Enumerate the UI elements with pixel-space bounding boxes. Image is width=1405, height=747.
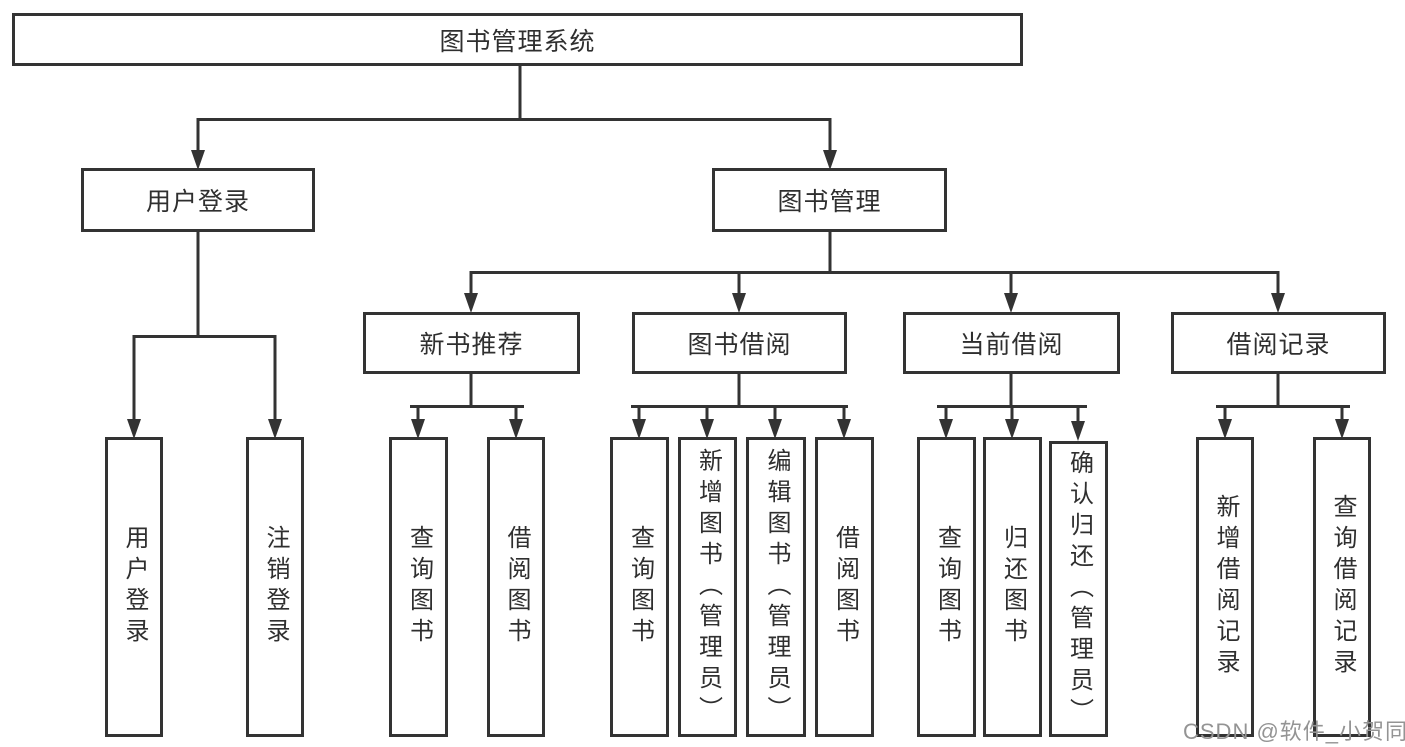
node-new-book-recommend: 新书推荐 <box>363 312 580 374</box>
edge-line <box>469 232 1280 298</box>
edge-line <box>631 374 848 423</box>
arrowhead-icon <box>509 419 523 439</box>
arrowhead-icon <box>700 419 714 439</box>
edge-line <box>937 374 1087 423</box>
arrowhead-icon <box>464 293 478 313</box>
arrowhead-icon <box>127 419 141 439</box>
arrowhead-icon <box>1218 419 1232 439</box>
arrowhead-icon <box>823 150 837 170</box>
leaf-records-query-record: 查询借阅记录 <box>1313 437 1371 737</box>
leaf-current-confirm-return-admin: 确认归还（管理员） <box>1049 441 1108 737</box>
arrowhead-icon <box>632 419 646 439</box>
arrowhead-icon <box>268 419 282 439</box>
arrowhead-icon <box>191 150 205 170</box>
leaf-user-login: 用户登录 <box>105 437 163 737</box>
leaf-borrow-add-books-admin: 新增图书（管理员） <box>678 437 737 737</box>
leaf-rec-query-books: 查询图书 <box>389 437 448 737</box>
node-user-login: 用户登录 <box>81 168 315 232</box>
leaf-borrow-edit-books-admin: 编辑图书（管理员） <box>746 437 806 737</box>
arrowhead-icon <box>1005 419 1019 439</box>
arrowhead-icon <box>411 419 425 439</box>
node-current-borrow: 当前借阅 <box>903 312 1120 374</box>
leaf-current-return-books: 归还图书 <box>983 437 1042 737</box>
node-library-system: 图书管理系统 <box>12 13 1023 66</box>
edge-line <box>410 374 524 423</box>
arrowhead-icon <box>837 419 851 439</box>
node-book-borrow: 图书借阅 <box>632 312 847 374</box>
leaf-current-query-books: 查询图书 <box>917 437 976 737</box>
edge-line <box>196 118 832 153</box>
edge-line <box>132 232 277 422</box>
arrowhead-icon <box>1271 293 1285 313</box>
arrowhead-icon <box>939 419 953 439</box>
arrowhead-icon <box>1335 419 1349 439</box>
csdn-watermark: CSDN @软件_小贺同学 <box>1183 719 1405 744</box>
arrowhead-icon <box>732 293 746 313</box>
leaf-borrow-borrow-books: 借阅图书 <box>815 437 874 737</box>
edge-line <box>1216 374 1350 423</box>
node-borrow-records: 借阅记录 <box>1171 312 1386 374</box>
node-book-management: 图书管理 <box>712 168 947 232</box>
arrowhead-icon <box>1004 293 1018 313</box>
leaf-borrow-query-books: 查询图书 <box>610 437 669 737</box>
leaf-logout: 注销登录 <box>246 437 304 737</box>
leaf-records-add-record: 新增借阅记录 <box>1196 437 1254 737</box>
arrowhead-icon <box>768 419 782 439</box>
leaf-rec-borrow-books: 借阅图书 <box>487 437 545 737</box>
arrowhead-icon <box>1071 421 1085 441</box>
